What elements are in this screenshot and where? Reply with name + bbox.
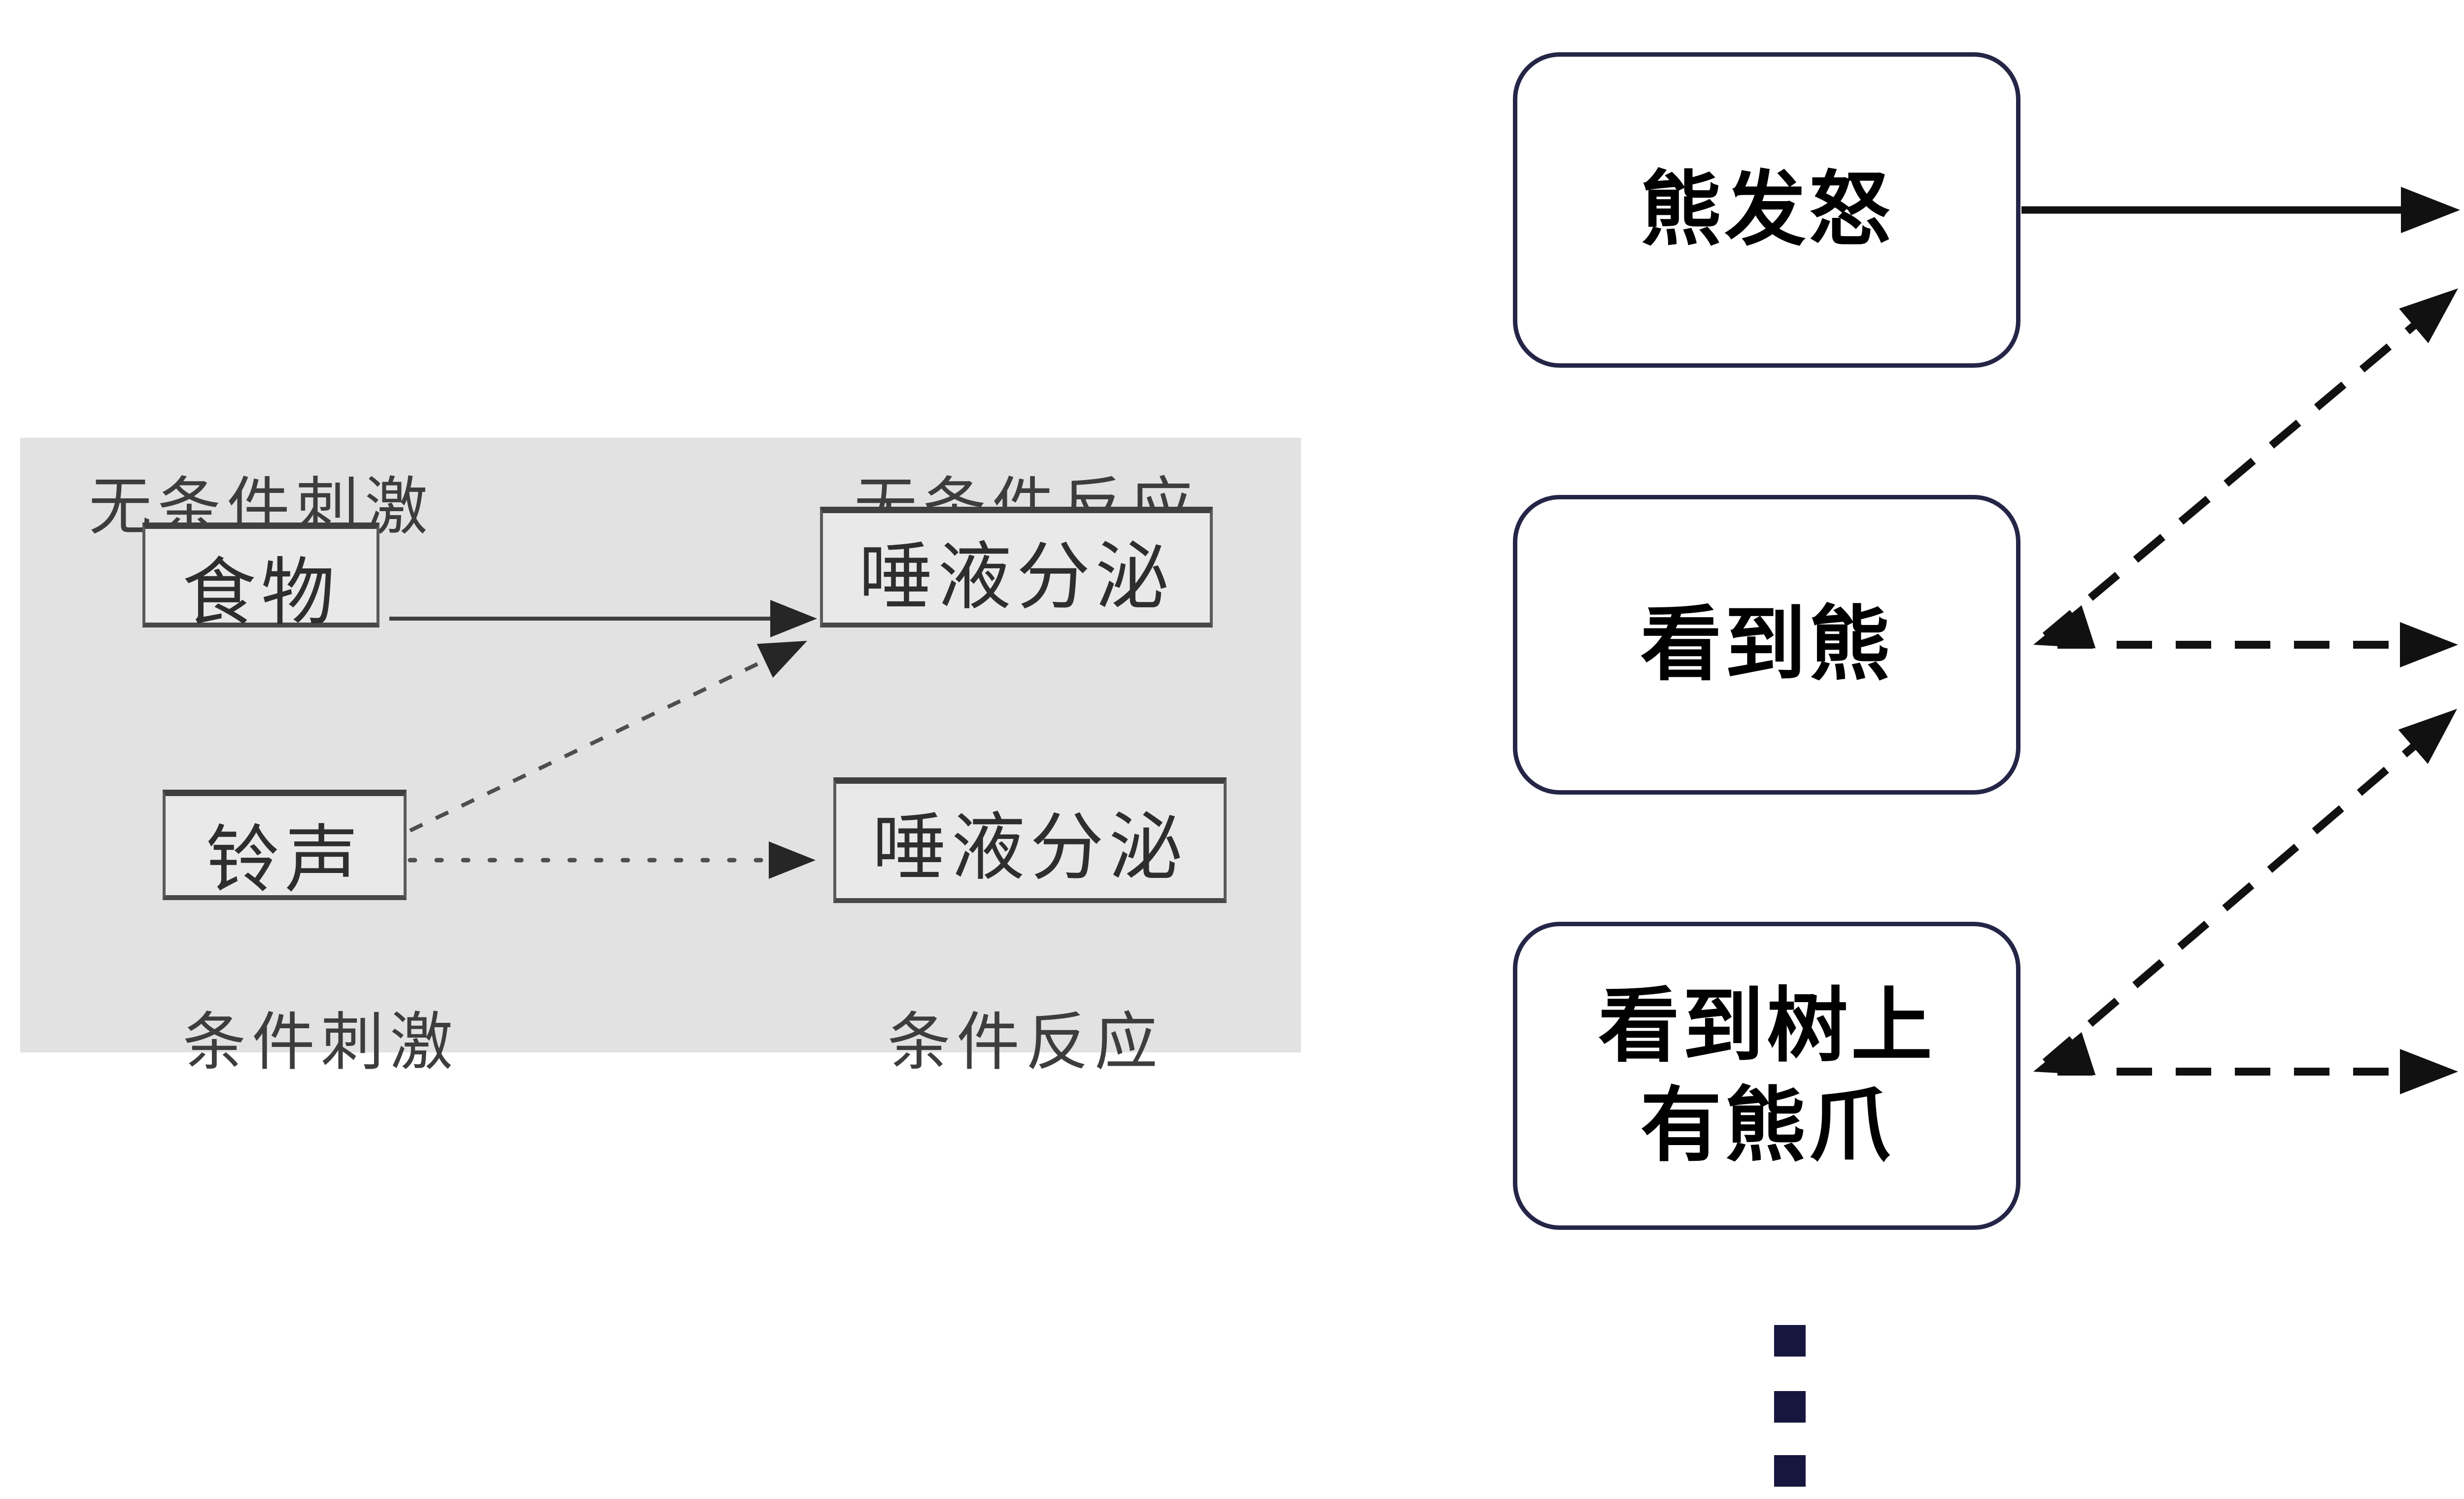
box-see-bear-claw: 看到树上 有熊爪 (1513, 922, 2020, 1230)
box-bell: 铃声 (163, 790, 407, 901)
box-food-label: 食物 (182, 551, 340, 634)
arrow-see-claw-to-value-sprime-icon (2042, 709, 2457, 1066)
arrow-see-claw-value-s-icon (2033, 1032, 2458, 1094)
box-bear-angry: 熊发怒 (1513, 52, 2020, 368)
ellipsis-left-dot-2 (1774, 1391, 1806, 1423)
arrow-bear-angry-to-reward-icon (2021, 187, 2460, 233)
box-salivation-upper-label: 唾液分泌 (858, 535, 1174, 618)
ellipsis-left-dot-3 (1774, 1455, 1806, 1487)
label-conditioned-response: 条件反应 (888, 1007, 1164, 1078)
box-see-bear: 看到熊 (1513, 495, 2020, 795)
box-bear-angry-label: 熊发怒 (1640, 164, 1893, 255)
box-salivation-upper: 唾液分泌 (820, 507, 1213, 627)
arrow-see-bear-value-sprime-icon (2033, 605, 2458, 667)
box-see-bear-claw-label: 看到树上 有熊爪 (1598, 980, 1935, 1171)
ellipsis-left-dot-1 (1774, 1325, 1806, 1357)
box-food: 食物 (142, 523, 379, 634)
arrow-see-bear-to-reward-icon (2042, 288, 2458, 639)
box-salivation-lower-label: 唾液分泌 (872, 806, 1188, 889)
label-conditioned-stimulus: 条件刺激 (183, 1007, 459, 1078)
box-see-bear-label: 看到熊 (1640, 599, 1893, 690)
box-bell-label: 铃声 (205, 818, 364, 901)
box-salivation-lower: 唾液分泌 (833, 777, 1227, 903)
